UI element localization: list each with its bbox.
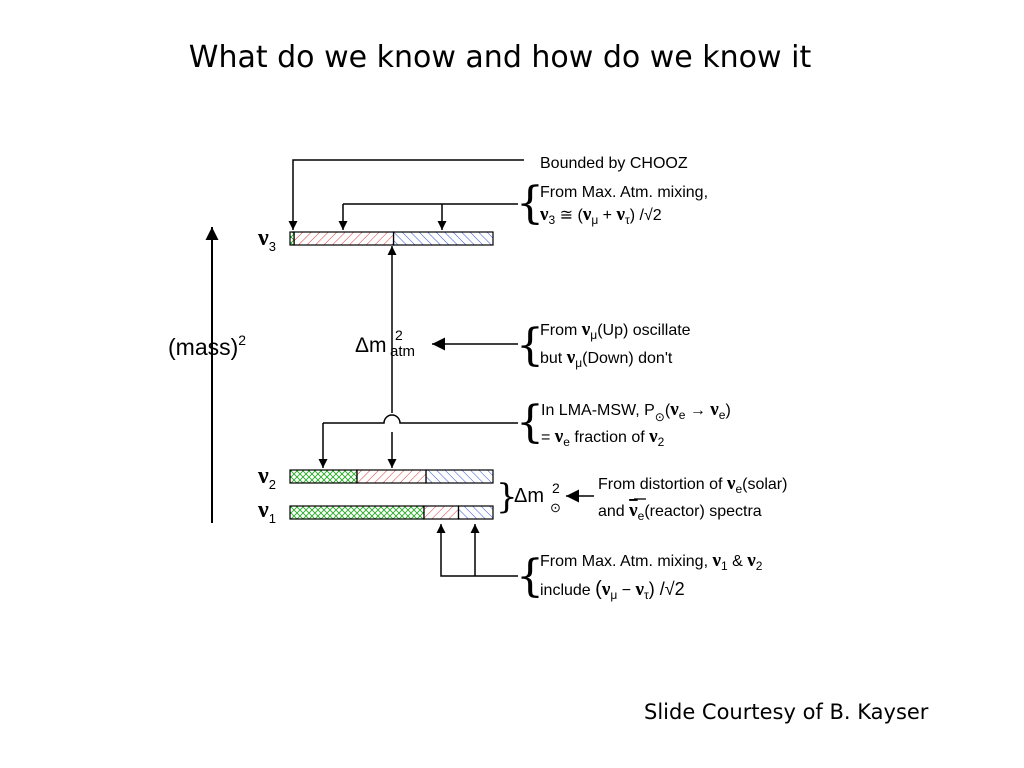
- lma-connector: [323, 414, 518, 424]
- maxmix3-note-line2: ν3 ≅ (νμ + ντ) /√2: [539, 204, 662, 227]
- maxmix12-connector: [436, 524, 518, 577]
- solar-brace: }: [496, 477, 518, 517]
- nu1-tau-segment: [457, 505, 494, 520]
- chooz-arrow: [288, 159, 524, 230]
- nu3-level-bar: [289, 231, 494, 246]
- nu2-e-segment: [289, 469, 358, 484]
- solar-note-line2: and νe(reactor) spectra: [598, 500, 762, 523]
- nu2-level-bar: [289, 469, 494, 484]
- nu2-mu-segment: [356, 469, 427, 484]
- updown-brace: {: [516, 320, 544, 371]
- nu2-label: ν2: [257, 463, 276, 492]
- solar-note-line1: From distortion of νe(solar): [598, 473, 787, 496]
- nu3-mu-segment: [293, 231, 395, 246]
- slide-credit: Slide Courtesy of B. Kayser: [644, 700, 929, 724]
- updown-note-line2: but νμ(Down) don't: [540, 347, 673, 370]
- maxmix3-note-line1: From Max. Atm. mixing,: [540, 184, 708, 201]
- maxmix12-brace: {: [516, 551, 544, 602]
- maxmix12-note-line1: From Max. Atm. mixing, ν1 & ν2: [540, 550, 763, 573]
- nu1-e-segment: [289, 505, 425, 520]
- maxmix12-note-line2: include (νμ − ντ) /√2: [540, 578, 685, 602]
- nu1-level-bar: [289, 505, 494, 520]
- nu1-mu-segment: [423, 505, 460, 520]
- nu3-tau-segment: [392, 231, 494, 246]
- lma-note-line2: = νe fraction of ν2: [541, 426, 665, 449]
- nu2-tau-segment: [425, 469, 494, 484]
- lma-brace: {: [516, 397, 544, 448]
- lma-note-line1: In LMA-MSW, P⊙(νe → νe): [541, 399, 731, 424]
- maxmix3-brace: {: [516, 178, 544, 229]
- updown-note-line1: From νμ(Up) oscillate: [540, 319, 691, 342]
- slide-title: What do we know and how do we know it: [188, 40, 812, 75]
- mass-axis-label: (mass)2: [168, 332, 246, 360]
- nu3-label: ν3: [257, 225, 276, 254]
- chooz-note: Bounded by CHOOZ: [540, 155, 688, 172]
- nu3-e-segment: [289, 231, 295, 246]
- nu1-label: ν1: [257, 497, 276, 526]
